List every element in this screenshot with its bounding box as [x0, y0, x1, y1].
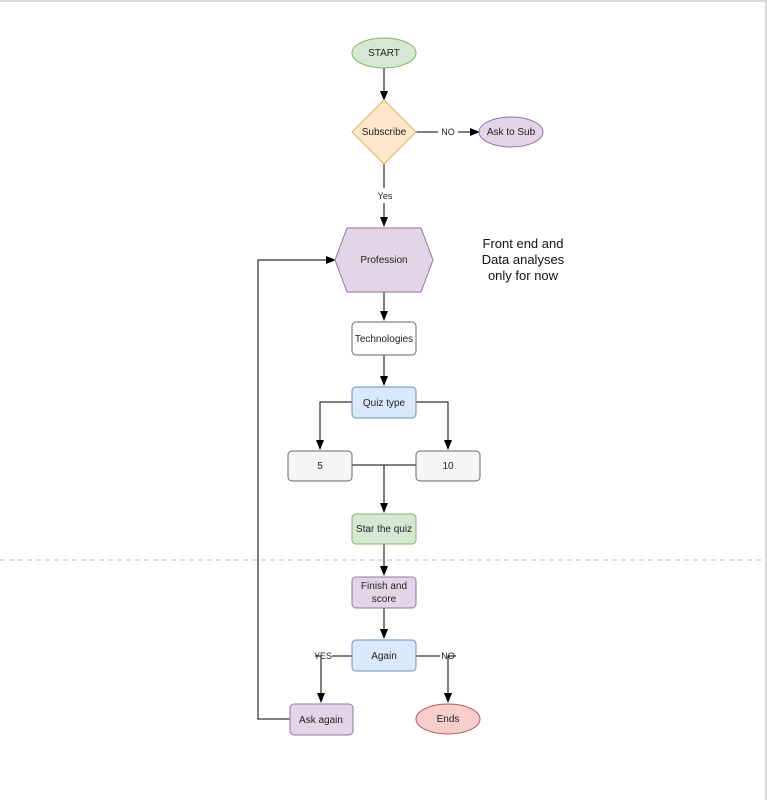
node-ask-again-label: Ask again: [299, 715, 343, 726]
node-ask-again[interactable]: Ask again: [289, 703, 354, 736]
node-quiz-type-label: Quiz type: [363, 398, 406, 409]
edge-five-star: [352, 464, 388, 513]
note-line-2: Data analyses: [482, 252, 565, 267]
node-ask-to-sub-label: Ask to Sub: [487, 127, 536, 138]
note-line-3: only for now: [488, 268, 559, 283]
edge-quiztype-five: [316, 401, 352, 450]
edge-askagain-profession: [257, 256, 336, 720]
node-again-label: Again: [371, 651, 397, 662]
node-finish-line2: score: [372, 594, 397, 605]
edge-again-no-b: [444, 655, 456, 703]
node-ten-label: 10: [442, 461, 454, 472]
node-star-the-quiz-label: Star the quiz: [356, 524, 412, 535]
node-start-label: START: [368, 48, 400, 59]
node-ten[interactable]: 10: [415, 450, 481, 482]
node-profession[interactable]: Profession: [334, 227, 434, 293]
node-technologies[interactable]: Technologies: [351, 321, 417, 356]
node-profession-label: Profession: [360, 255, 407, 266]
edge-label-yes-again: YES: [314, 651, 332, 661]
node-quiz-type[interactable]: Quiz type: [351, 386, 417, 419]
node-five-label: 5: [317, 461, 323, 472]
node-technologies-label: Technologies: [355, 334, 413, 345]
node-five[interactable]: 5: [287, 450, 353, 482]
node-again[interactable]: Again: [351, 639, 417, 672]
node-ends-label: Ends: [437, 714, 460, 725]
node-subscribe[interactable]: Subscribe: [351, 99, 417, 165]
edge-label-yes: Yes: [378, 191, 393, 201]
edge-label-no-again: NO: [441, 651, 455, 661]
edge-again-yes-b: [315, 655, 325, 703]
annotation-note: Front end and Data analyses only for now: [482, 236, 565, 283]
note-line-1: Front end and: [483, 236, 564, 251]
node-start[interactable]: START: [351, 37, 417, 69]
node-star-the-quiz[interactable]: Star the quiz: [351, 513, 417, 545]
node-finish-line1: Finish and: [361, 581, 407, 592]
node-subscribe-label: Subscribe: [362, 127, 407, 138]
edge-label-no: NO: [441, 127, 455, 137]
node-ask-to-sub[interactable]: Ask to Sub: [478, 116, 544, 148]
edge-quiztype-ten: [416, 401, 452, 450]
node-finish-and-score[interactable]: Finish and score: [351, 576, 417, 609]
node-ends[interactable]: Ends: [415, 703, 481, 735]
